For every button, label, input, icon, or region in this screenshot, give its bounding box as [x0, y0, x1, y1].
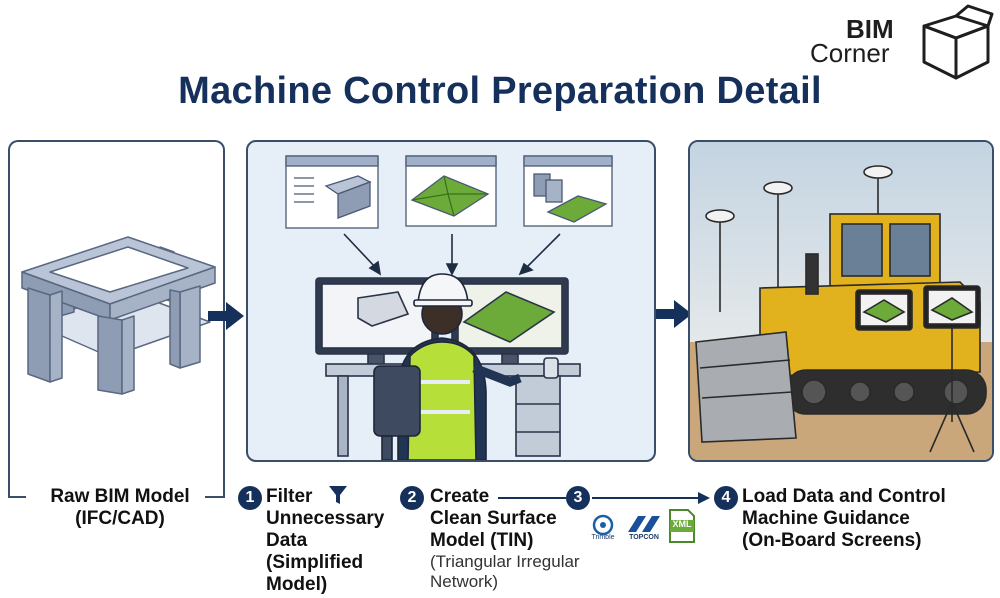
step-4-line-2: Machine Guidance [742, 508, 910, 529]
step-1-line-2: Unnecessary [266, 508, 385, 529]
step-2-sub-2: Network) [430, 572, 499, 591]
step-4-line-3: (On-Board Screens) [742, 530, 922, 551]
xml-file-icon [669, 509, 695, 543]
step-1-line-4: (Simplified [266, 552, 364, 573]
step-4-line-1: Load Data and Control [742, 486, 946, 507]
topcon-label: TOPCON [629, 534, 659, 541]
logo-text-bim: BIM [846, 14, 894, 44]
tin-window [405, 155, 497, 227]
flow-arrow-1 [208, 302, 244, 330]
engineer-workstation-illustration [285, 155, 613, 460]
step-1-line-1: Filter [266, 486, 313, 507]
panel-1-underline-right [205, 496, 225, 498]
step-3-number: 3 [566, 486, 590, 510]
panel-1-underline [8, 496, 26, 498]
box-logo-icon [922, 4, 994, 80]
topcon-icon [628, 516, 660, 532]
filter-funnel-icon [329, 486, 347, 504]
page-title: Machine Control Preparation Detail [178, 70, 822, 112]
workstation-panel [246, 140, 656, 462]
cad-window [285, 155, 379, 229]
steps-connector-arrow [498, 492, 710, 504]
step-1-number: 1 [238, 486, 262, 510]
trimble-label: Trimble [591, 534, 615, 541]
bulldozer-illustration [690, 142, 992, 460]
flow-arrow-2 [656, 300, 692, 328]
step-2-number: 2 [400, 486, 424, 510]
raw-model-caption-line-1: Raw BIM Model [50, 486, 190, 507]
step-2-line-2: Clean Surface [430, 508, 557, 529]
step-2-line-3: Model (TIN) [430, 530, 534, 551]
step-4-number: 4 [714, 486, 738, 510]
bulldozer-panel [688, 140, 994, 462]
step-1-line-5: Model) [266, 574, 328, 595]
logo-text-corner: Corner [810, 38, 890, 68]
step-1-line-3: Data [266, 530, 308, 551]
trimble-icon [592, 514, 614, 536]
step-2-caption: Create Clean Surface Model (TIN) (Triang… [430, 486, 580, 592]
raw-model-caption: Raw BIM Model (IFC/CAD) [30, 486, 210, 530]
step-1-caption: Filter Unnecessary Data (Simplified Mode… [266, 486, 384, 596]
step-4-caption: Load Data and Control Machine Guidance (… [742, 486, 946, 552]
layers-window [523, 155, 613, 227]
step-2-line-1: Create [430, 486, 490, 507]
bim-structure-illustration [21, 236, 216, 395]
raw-bim-model-panel [8, 140, 225, 498]
raw-model-caption-line-2: (IFC/CAD) [75, 508, 165, 529]
step-2-sub-1: (Triangular Irregular [430, 552, 580, 571]
xml-label: XML [672, 519, 692, 529]
